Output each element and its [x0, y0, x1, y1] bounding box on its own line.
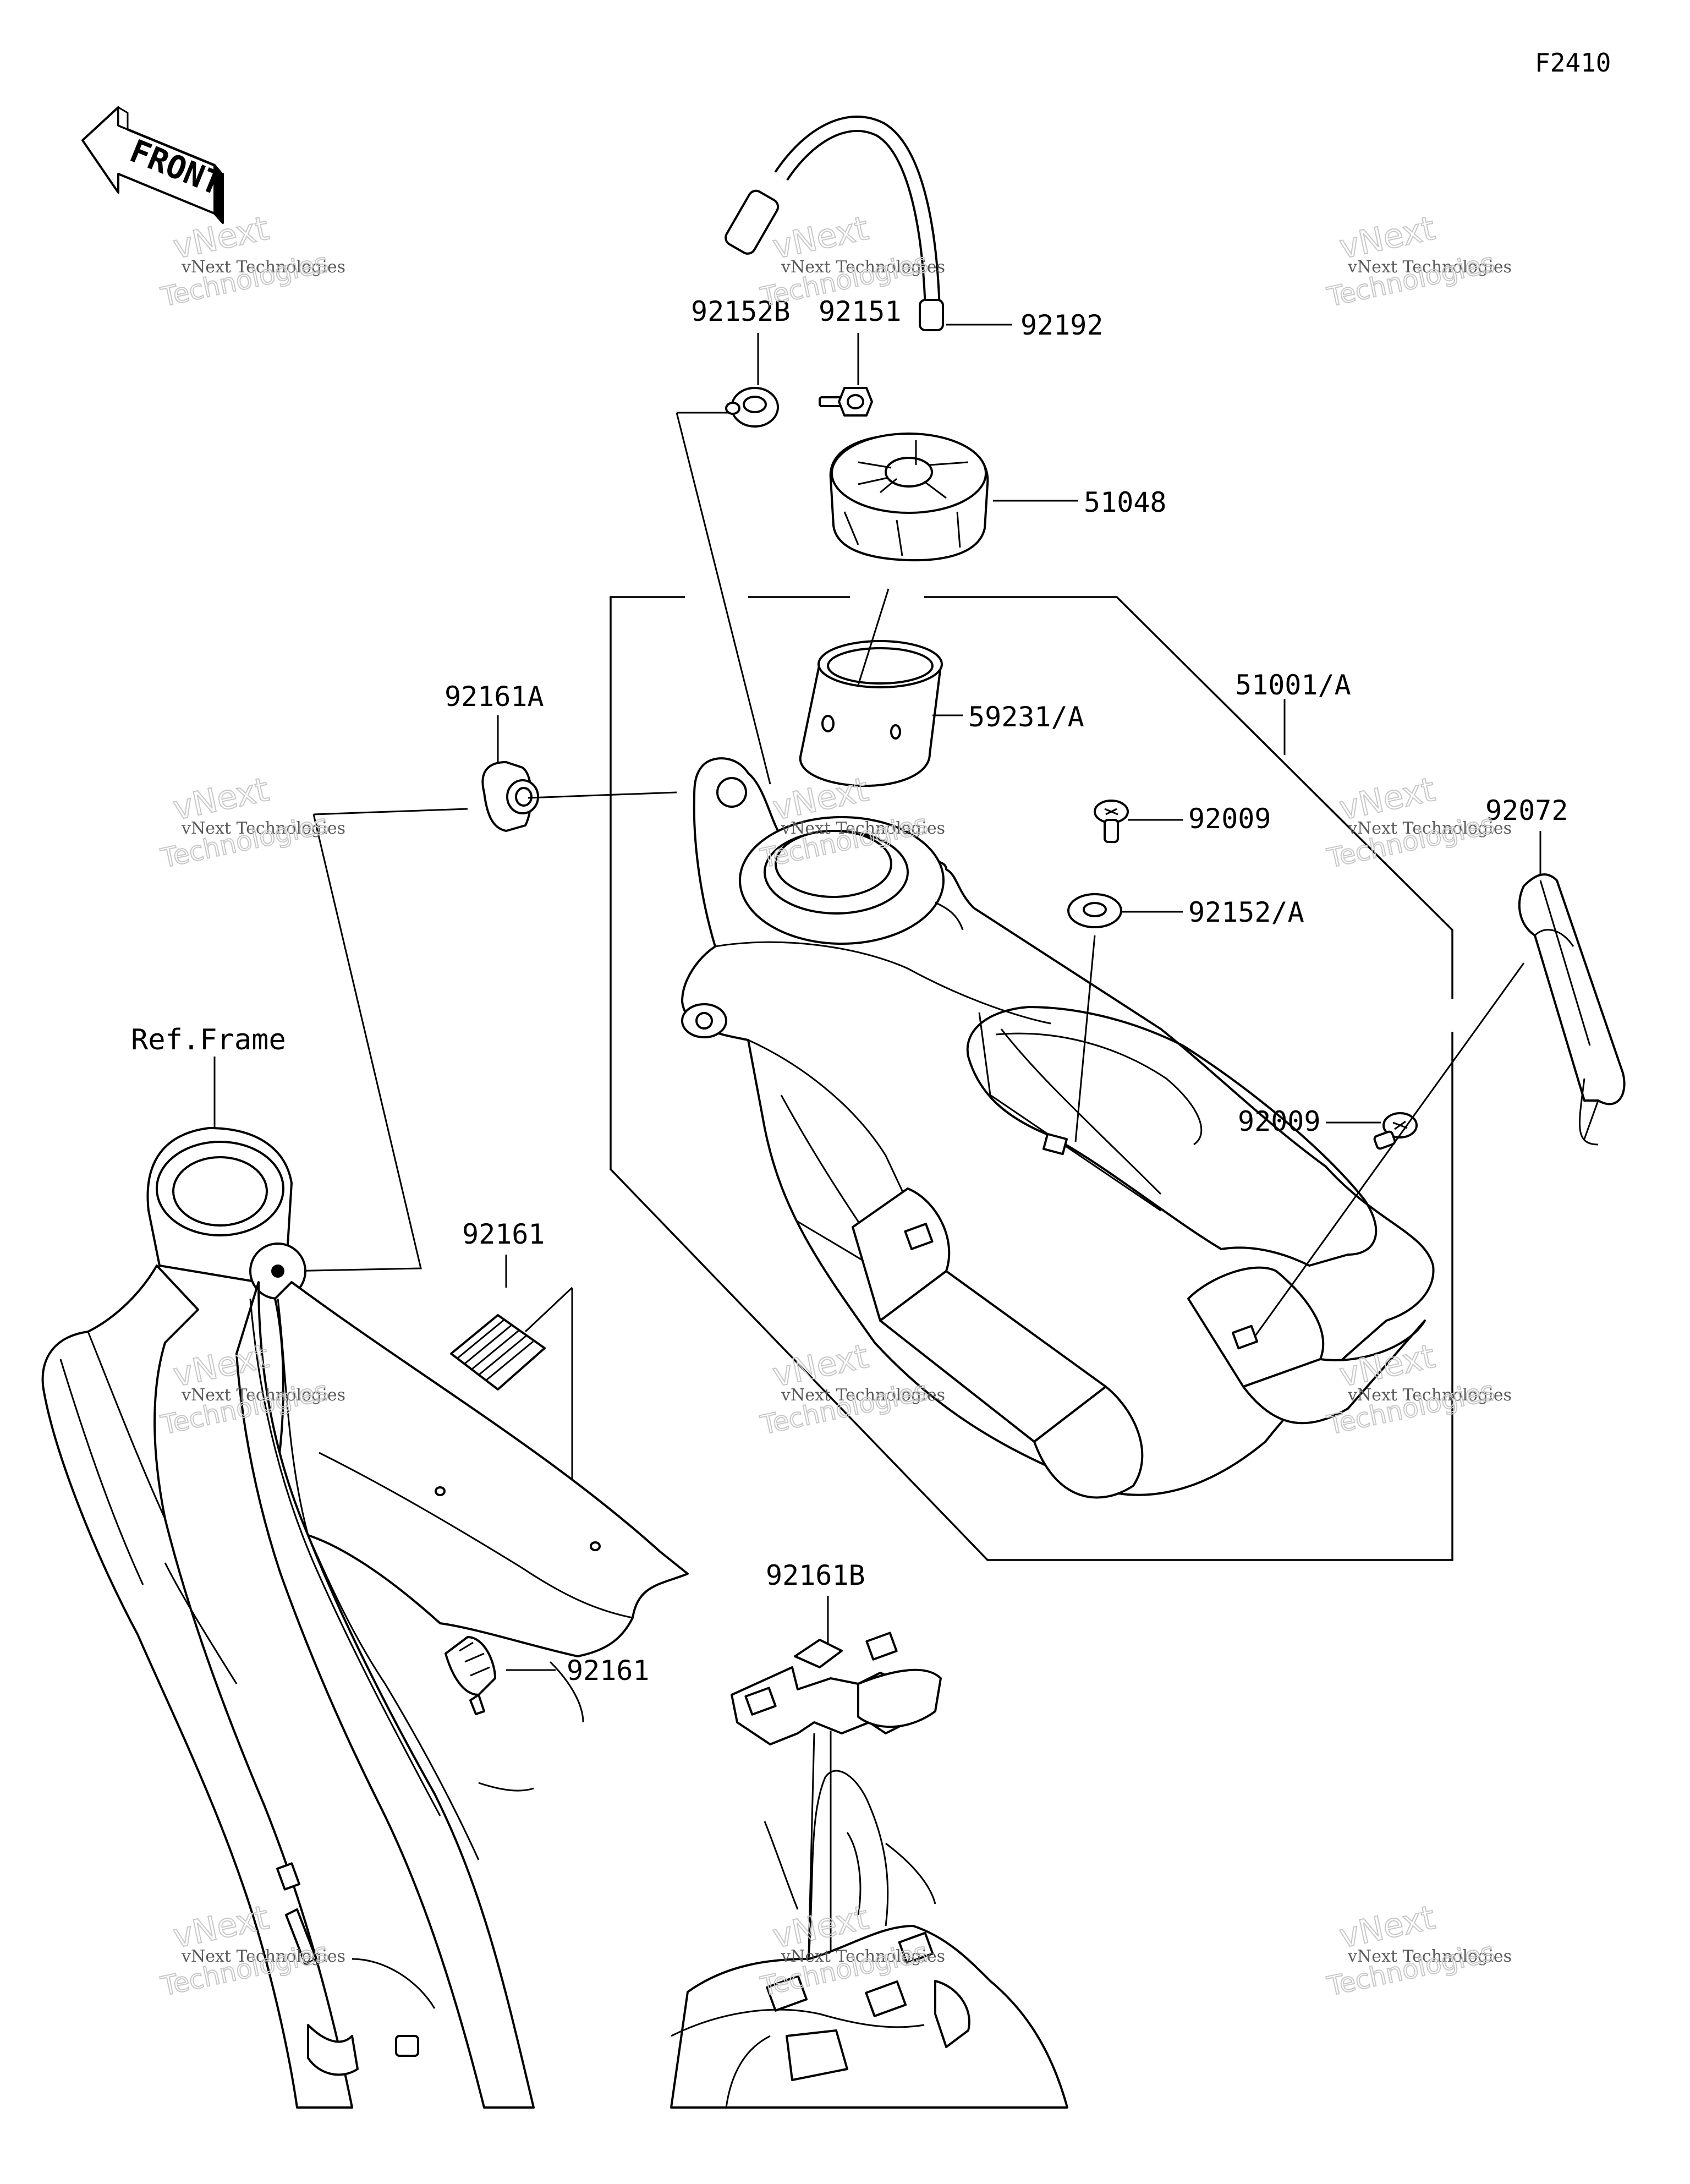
watermark-line: vNext Technologies [1347, 1386, 1512, 1405]
callout-label: 92152/A [1188, 896, 1304, 928]
motorcycle-frame [41, 1127, 1068, 2109]
callout-label: 92072 [1485, 795, 1568, 826]
tank-group-outline [610, 596, 1453, 1561]
tank-bracket [731, 1632, 942, 1975]
breather-hose [725, 116, 944, 331]
callout-label: 92009 [1188, 803, 1271, 835]
callout-label: 92009 [1238, 1105, 1321, 1137]
watermark-line: vNext Technologies [181, 1947, 345, 1966]
callout-label: 92161 [462, 1218, 545, 1250]
watermark: vNext vNext Technologies Technologies [1324, 1898, 1512, 2003]
watermark-line: vNext Technologies [181, 1386, 345, 1405]
watermark: vNext vNext Technologies Technologies [157, 1337, 345, 1442]
watermark-line: vNext Technologies [1347, 819, 1512, 838]
watermark-line: vNext Technologies [181, 258, 345, 277]
watermark-line: vNext Technologies [181, 819, 345, 838]
tank-mount-tab-right [1187, 1266, 1426, 1425]
watermark: vNext vNext Technologies Technologies [157, 209, 345, 314]
fuel-tank [681, 757, 1435, 1499]
grommet [481, 761, 539, 832]
watermark: vNext vNext Technologies Technologies [1324, 209, 1512, 314]
fuel-cap [829, 433, 989, 562]
callout-label: 59231/A [968, 701, 1084, 733]
callout-label: 92192 [1020, 309, 1104, 341]
watermark: vNext vNext Technologies Technologies [157, 770, 345, 875]
reference-frame-label: Ref.Frame [131, 1023, 286, 1057]
filler-neck [799, 640, 943, 787]
watermark-line: vNext Technologies [781, 819, 945, 838]
tank-strap [1518, 873, 1626, 1146]
watermark-line: vNext Technologies [1347, 1947, 1512, 1966]
watermark-line: vNext Technologies [781, 258, 945, 277]
callout-label: 92161 [567, 1655, 650, 1687]
figure-code: F2410 [1535, 48, 1611, 78]
callout-labels: 92152B 92151 92192 51048 59231/A 51001/A… [445, 295, 1568, 1687]
front-arrow-icon: FRONT [81, 106, 228, 224]
watermark: vNext vNext Technologies Technologies [1324, 770, 1512, 875]
callout-label: 92161A [445, 681, 544, 713]
tank-mount-tab-left [852, 1187, 1107, 1443]
bolt [819, 387, 873, 417]
watermark: vNext vNext Technologies Technologies [757, 209, 945, 314]
callout-label: 51048 [1084, 486, 1167, 518]
callout-label: 51001/A [1235, 669, 1351, 701]
watermark-line: vNext Technologies [781, 1947, 945, 1966]
screw-lower [1373, 1112, 1418, 1150]
callout-label: 92151 [819, 295, 902, 327]
callout-label: 92152B [691, 295, 791, 327]
watermark-line: vNext Technologies [1347, 258, 1512, 277]
washer [1067, 893, 1122, 928]
cap-washer [725, 387, 779, 428]
rubber-pad-lower [445, 1636, 496, 1715]
callout-label: 92161B [766, 1559, 865, 1591]
screw-upper [1094, 800, 1129, 843]
watermark-line: vNext Technologies [781, 1386, 945, 1405]
